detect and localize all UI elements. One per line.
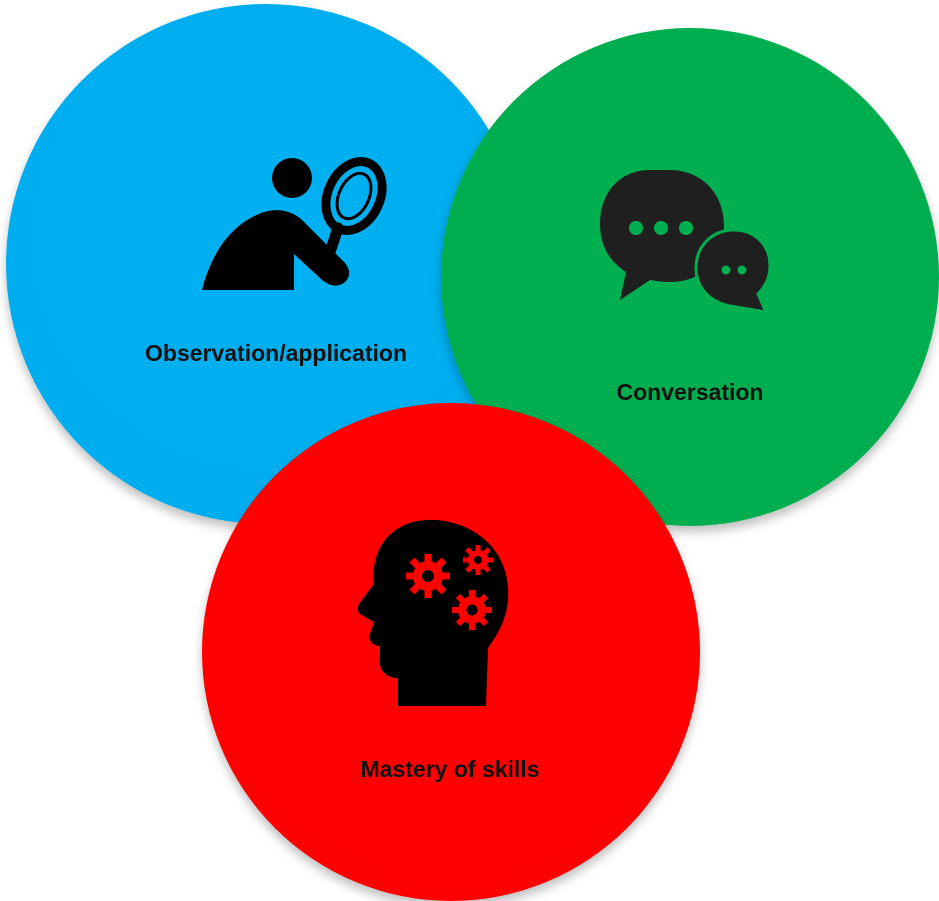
head-gears-icon bbox=[357, 519, 509, 706]
conversation-label: Conversation bbox=[616, 379, 764, 405]
person-magnifier-icon bbox=[202, 157, 387, 290]
observation-label: Observation/application bbox=[145, 340, 407, 366]
speech-bubbles-icon bbox=[600, 170, 772, 314]
mastery-label: Mastery of skills bbox=[360, 756, 540, 782]
